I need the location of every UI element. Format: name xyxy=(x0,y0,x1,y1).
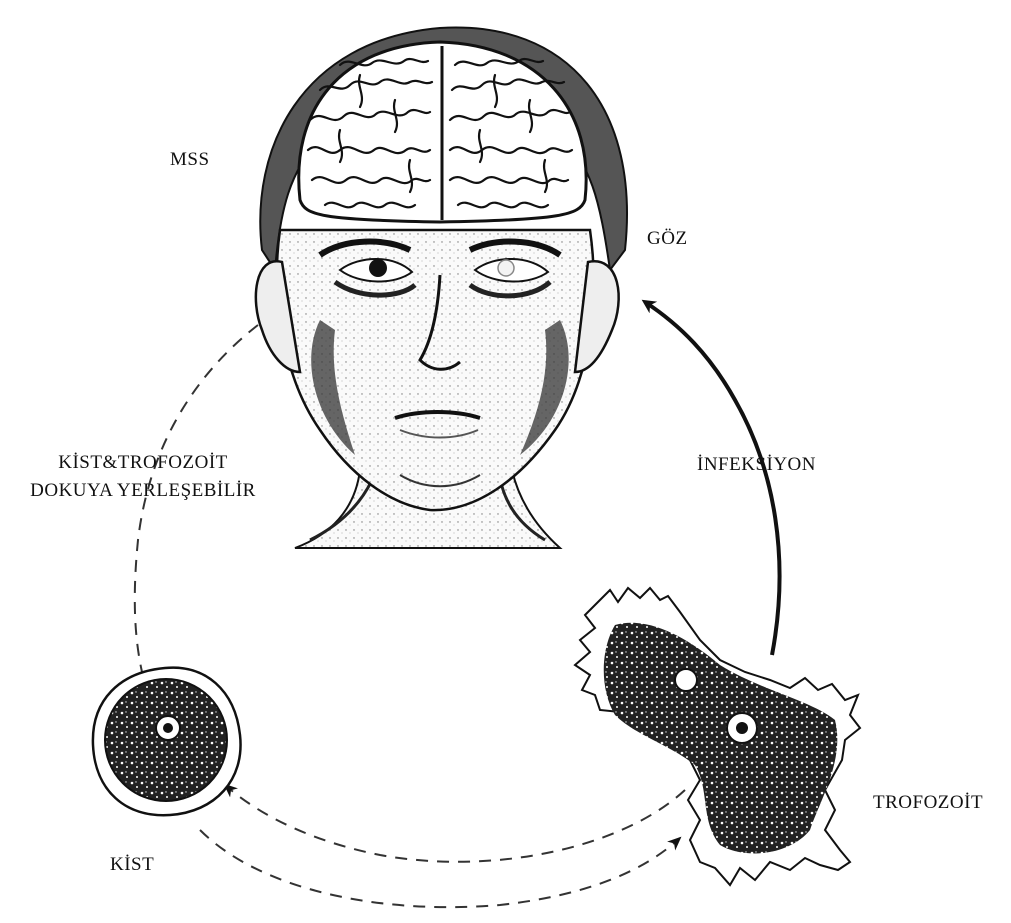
cyst-icon xyxy=(93,668,241,816)
dashed-arrow-to-trophozoite xyxy=(200,830,680,907)
label-infection: İNFEKSİYON xyxy=(697,454,816,476)
label-trophozoite: TROFOZOİT xyxy=(873,792,983,814)
label-tissue-line2: DOKUYA YERLEŞEBİLİR xyxy=(12,480,274,502)
label-cyst: KİST xyxy=(110,854,154,876)
label-tissue-line1: KİST&TROFOZOİT xyxy=(12,452,274,474)
label-mss: MSS xyxy=(170,149,210,171)
label-eye: GÖZ xyxy=(647,228,688,250)
dashed-arrow-to-cyst xyxy=(225,785,685,862)
trophozoite-icon xyxy=(575,588,860,885)
